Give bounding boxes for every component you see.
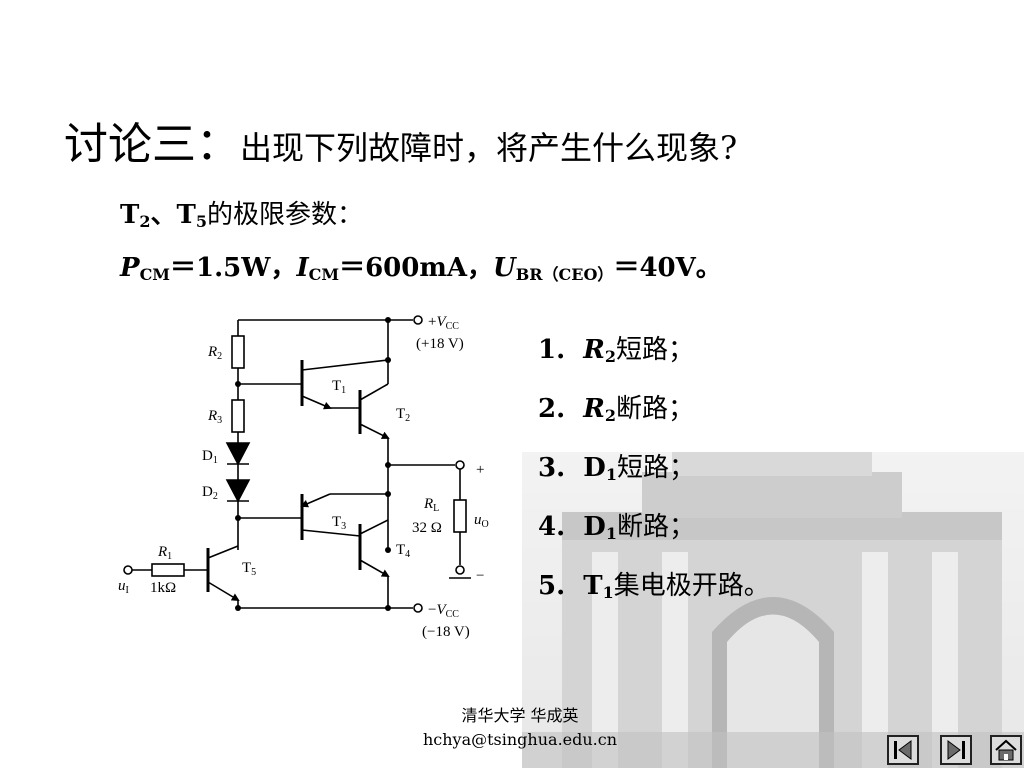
params-heading: T2、T5的极限参数： — [120, 200, 364, 231]
vcc-negative-value: (−18 V) — [422, 624, 470, 640]
r3-label: R3 — [207, 408, 222, 426]
first-slide-icon — [894, 740, 912, 760]
vcc-positive-terminal — [413, 315, 423, 325]
output-plus: + — [476, 462, 484, 478]
footer-email: hchya@tsinghua.edu.cn — [422, 730, 618, 749]
last-slide-icon — [947, 740, 965, 760]
footer: 清华大学 华成英 hchya@tsinghua.edu.cn — [410, 704, 630, 752]
diode-d2 — [225, 479, 251, 503]
transistor-params: T2、T5的极限参数： PCM＝1.5W，ICM＝600mA，UBR（CEO）＝… — [120, 192, 722, 298]
r1-value: 1kΩ — [150, 580, 176, 596]
t3-label: T3 — [332, 514, 346, 532]
slide-title: 讨论三：出现下列故障时，将产生什么现象? — [64, 108, 737, 172]
list-item: 4. D1断路； — [538, 512, 695, 543]
background-photo — [522, 452, 1024, 768]
title-question: 出现下列故障时，将产生什么现象? — [240, 129, 738, 167]
t4-label: T4 — [396, 542, 410, 560]
output-minus: − — [476, 568, 484, 584]
r1-label: R1 — [157, 544, 172, 562]
circuit-diagram: +VCC (+18 V) −VCC (−18 V) R2 R3 D1 D2 T1… — [112, 310, 512, 654]
title-main: 讨论三： — [64, 119, 240, 170]
footer-author: 清华大学 华成英 — [461, 706, 579, 725]
home-button[interactable] — [990, 735, 1022, 765]
vcc-positive-label: +VCC — [428, 314, 459, 332]
diode-d1 — [225, 442, 251, 466]
output-terminal — [455, 460, 465, 470]
vcc-negative-terminal — [413, 603, 423, 613]
fault-list: 1. R2短路； 2. R2断路； 3. D1短路； 4. D1断路； 5. T… — [538, 326, 770, 621]
t1-label: T1 — [332, 378, 346, 396]
output-voltage-label: uO — [474, 512, 489, 530]
list-item: 1. R2短路； — [538, 335, 695, 366]
r2-label: R2 — [207, 344, 222, 362]
d2-label: D2 — [202, 484, 218, 502]
rl-label: RL — [423, 496, 439, 514]
params-values: PCM＝1.5W，ICM＝600mA，UBR（CEO）＝40V。 — [120, 253, 722, 284]
last-slide-button[interactable] — [940, 735, 972, 765]
t2-label: T2 — [396, 406, 410, 424]
input-terminal — [123, 565, 133, 575]
list-item: 3. D1短路； — [538, 453, 695, 484]
list-item: 5. T1集电极开路。 — [538, 571, 770, 602]
list-item: 2. R2断路； — [538, 394, 695, 425]
first-slide-button[interactable] — [887, 735, 919, 765]
vcc-negative-label: −VCC — [428, 602, 459, 620]
rl-value: 32 Ω — [412, 520, 442, 536]
resistor-r1 — [151, 563, 185, 577]
resistor-r2 — [231, 335, 245, 369]
vcc-positive-value: (+18 V) — [416, 336, 464, 352]
resistor-rl — [453, 499, 467, 533]
input-voltage-label: uI — [118, 578, 129, 596]
d1-label: D1 — [202, 448, 218, 466]
home-icon — [995, 739, 1017, 761]
resistor-r3 — [231, 399, 245, 433]
t5-label: T5 — [242, 560, 256, 578]
